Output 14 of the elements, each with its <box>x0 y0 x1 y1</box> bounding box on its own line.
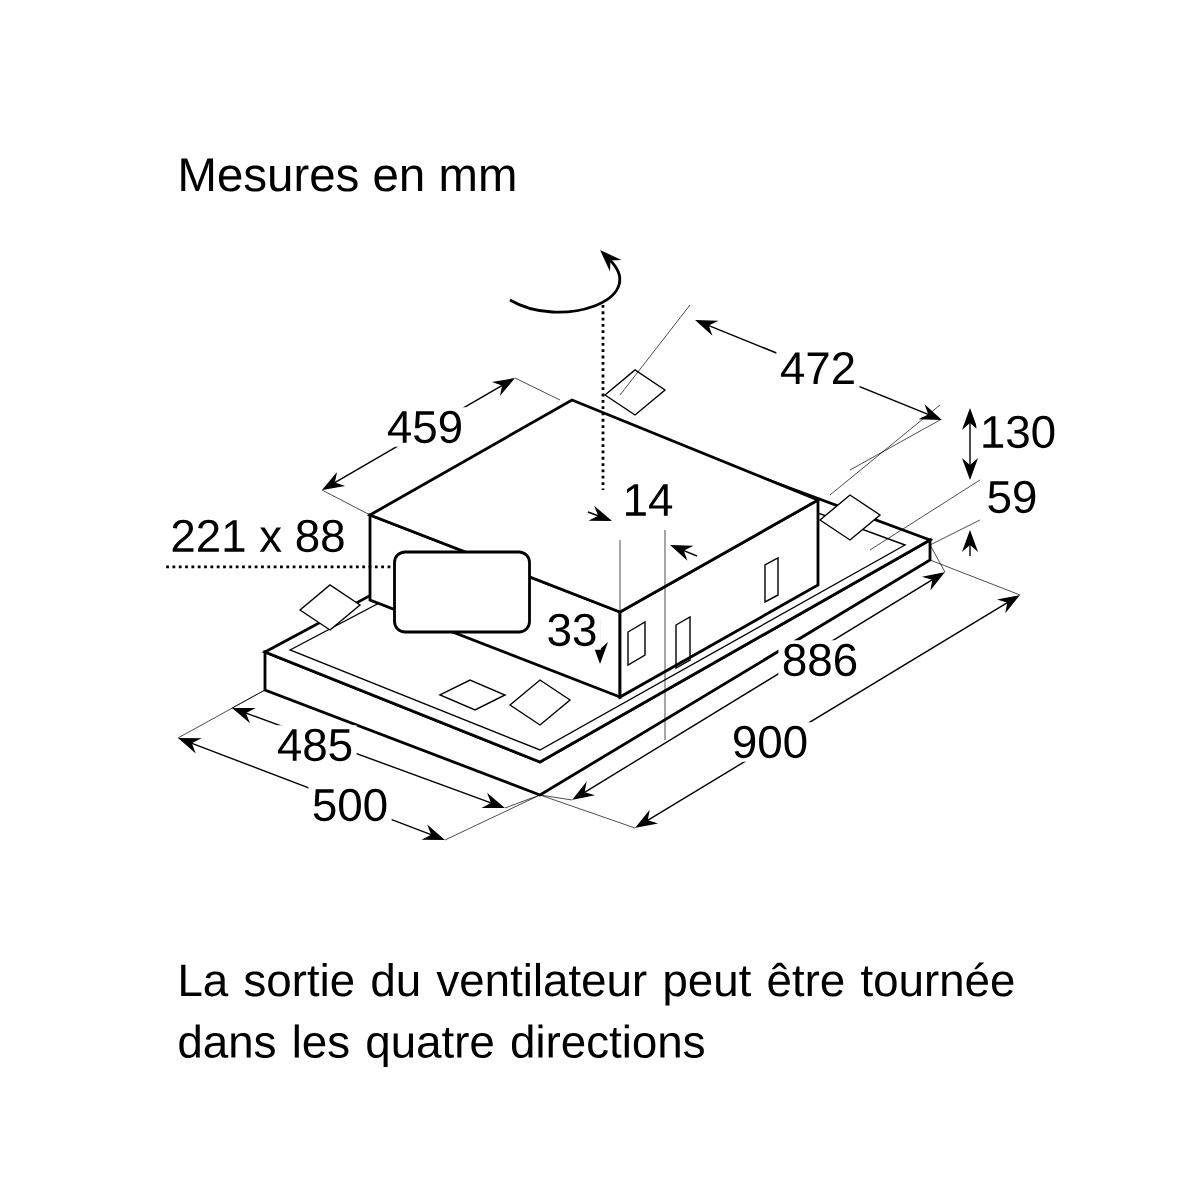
dimension-label: 459 <box>383 407 467 447</box>
dimension-label: 900 <box>728 722 812 762</box>
title: Mesures en mm <box>181 158 515 192</box>
dimension-label: 500 <box>308 785 392 825</box>
dimension-label: 14 <box>619 480 677 520</box>
dimension-label: 221 x 88 <box>172 519 344 553</box>
caption: La sortie du ventilateur peut être tournée dans les quatre directions <box>179 962 1014 1068</box>
dimension-label: 130 <box>976 412 1060 452</box>
dimension-label: 59 <box>983 477 1041 517</box>
dimension-label: 485 <box>273 725 357 765</box>
dimension-label: 33 <box>543 610 601 650</box>
outlet-duct <box>393 550 531 634</box>
dimension-label: 472 <box>776 348 860 388</box>
dimension-label: 886 <box>778 640 862 680</box>
